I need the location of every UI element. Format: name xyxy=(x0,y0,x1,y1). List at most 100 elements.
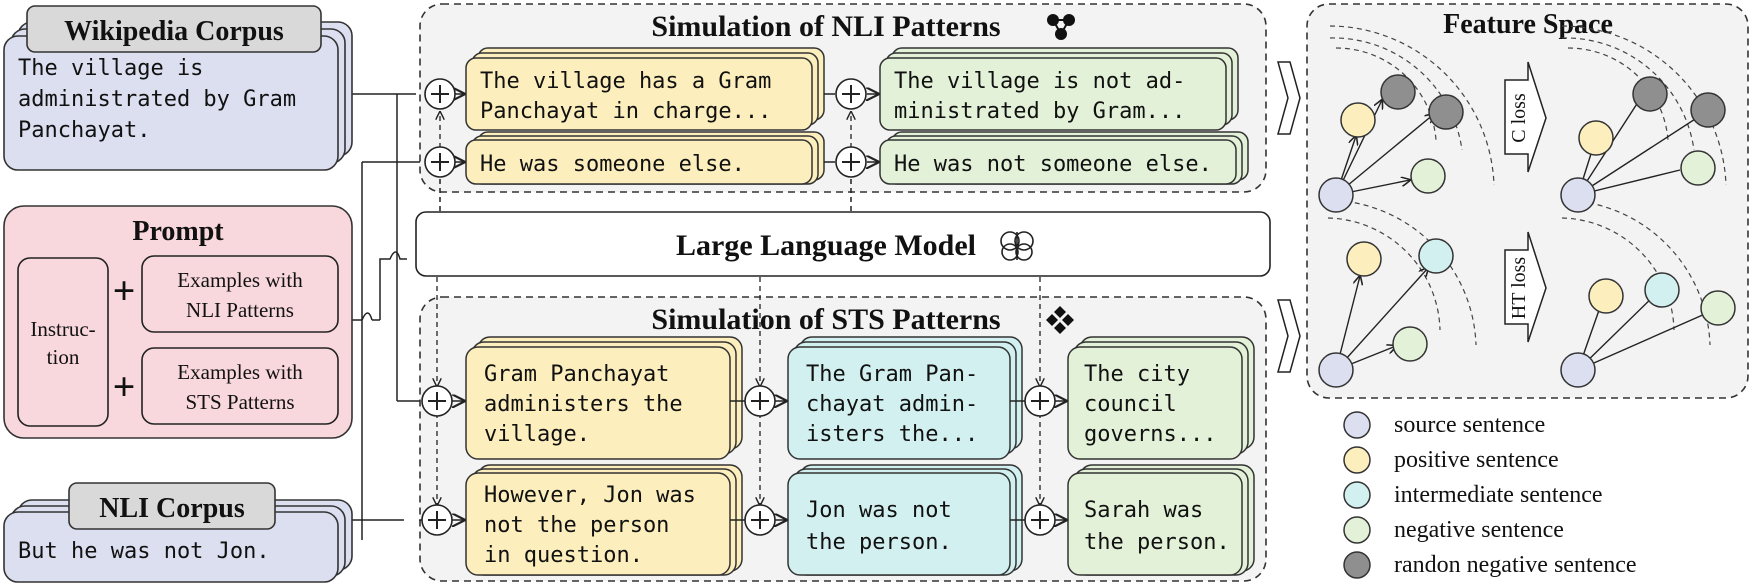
sts-to-feature-arrow xyxy=(1277,299,1301,373)
legend-label: positive sentence xyxy=(1394,447,1559,473)
sts-positive-1-line-2: administers the xyxy=(484,392,683,417)
legend-item: negative sentence xyxy=(1343,516,1564,544)
sts-negative-2-line-1: Sarah was xyxy=(1084,498,1203,523)
fs-negative-node xyxy=(1680,150,1716,186)
sts-intermediate-1-line-1: The Gram Pan- xyxy=(806,362,978,387)
nli-examples-line-2: NLI Patterns xyxy=(186,298,294,322)
legend-swatch xyxy=(1343,446,1371,474)
legend-swatch xyxy=(1343,516,1371,544)
sts-examples-line-1: Examples with xyxy=(177,360,303,384)
fs-random-negative-node xyxy=(1380,74,1416,110)
nli-negative-1-line-2: ministrated by Gram... xyxy=(894,99,1185,124)
sts-plus-circle-1c xyxy=(1024,385,1056,417)
nli-positive-1-line-1: The village has a Gram xyxy=(480,69,771,94)
sts-negative-2-line-2: the person. xyxy=(1084,530,1230,555)
nli-negative-sentence-1: The village is not ad- ministrated by Gr… xyxy=(879,47,1239,131)
legend-swatch xyxy=(1343,551,1371,579)
sts-positive-sentence-2: However, Jon was not the person in quest… xyxy=(465,464,743,576)
sts-plus-circle-2a xyxy=(421,504,453,536)
sts-positive-sentence-1: Gram Panchayat administers the village. xyxy=(465,336,743,460)
sts-positive-2-line-2: not the person xyxy=(484,513,669,538)
nli-examples-line-1: Examples with xyxy=(177,268,303,292)
wikipedia-text-line-1: The village is xyxy=(18,56,203,81)
nli-corpus: NLI Corpus But he was not Jon. xyxy=(3,482,353,583)
nli-to-feature-arrow xyxy=(1277,61,1301,135)
wikipedia-corpus-title: Wikipedia Corpus xyxy=(64,16,284,47)
sts-examples-line-2: STS Patterns xyxy=(185,390,294,414)
fs-random-negative-node xyxy=(1632,76,1668,112)
brain-icon xyxy=(1000,231,1034,261)
wikipedia-corpus: Wikipedia Corpus The village is administ… xyxy=(3,5,353,171)
sts-positive-2-line-1: However, Jon was xyxy=(484,483,696,508)
llm-box: Large Language Model xyxy=(415,211,1271,277)
sts-pattern-icon xyxy=(1046,306,1074,334)
nli-positive-1-line-2: Panchayat in charge... xyxy=(480,99,771,124)
connector-lines xyxy=(352,93,420,540)
sts-negative-1-line-1: The city xyxy=(1084,362,1190,387)
nli-flow-arrows xyxy=(455,94,878,162)
sts-plus-circle-2c xyxy=(1024,504,1056,536)
legend: source sentence positive sentence interm… xyxy=(1343,411,1637,579)
sts-negative-sentence-2: Sarah was the person. xyxy=(1067,464,1255,576)
legend-swatch xyxy=(1343,411,1371,439)
sts-intermediate-sentence-1: The Gram Pan- chayat admin- isters the..… xyxy=(787,336,1023,460)
fs-source-node xyxy=(1318,177,1354,213)
sts-simulation-title: Simulation of STS Patterns xyxy=(651,303,1000,336)
instruction-box xyxy=(17,257,109,427)
sts-intermediate-1-line-2: chayat admin- xyxy=(806,392,978,417)
nli-plus-circle-2b xyxy=(835,146,867,178)
nli-positive-2-line-1: He was someone else. xyxy=(480,152,745,177)
fs-positive-node xyxy=(1346,241,1382,277)
ht-loss-label: HT loss xyxy=(1508,257,1530,320)
feature-scene-ht-before xyxy=(1318,238,1454,388)
nli-negative-2-line-1: He was not someone else. xyxy=(894,152,1212,177)
sts-intermediate-2-line-2: the person. xyxy=(806,530,952,555)
sts-positive-1-line-1: Gram Panchayat xyxy=(484,362,669,387)
nli-plus-circle-1a xyxy=(424,78,456,110)
fs-positive-node xyxy=(1578,120,1614,156)
fs-random-negative-node xyxy=(1428,94,1464,130)
nli-pattern-icon xyxy=(1047,14,1075,40)
legend-swatch xyxy=(1343,481,1371,509)
llm-title: Large Language Model xyxy=(676,229,976,262)
sts-plus-circle-1b xyxy=(744,385,776,417)
prompt-box: Prompt Instruc- tion + + Examples with N… xyxy=(3,205,353,439)
sts-plus-circle-2b xyxy=(744,504,776,536)
feature-space-title: Feature Space xyxy=(1443,9,1613,40)
instruction-line-1: Instruc- xyxy=(30,317,95,341)
nli-corpus-title: NLI Corpus xyxy=(99,493,245,524)
fs-positive-node xyxy=(1588,278,1624,314)
sts-plus-circle-1a xyxy=(421,385,453,417)
feature-scene-ht-after xyxy=(1560,272,1736,388)
nli-corpus-text: But he was not Jon. xyxy=(18,539,270,564)
plus-sign-top: + xyxy=(113,268,136,313)
sts-negative-1-line-3: governs... xyxy=(1084,422,1216,447)
nli-simulation-title: Simulation of NLI Patterns xyxy=(651,10,1000,43)
legend-label: negative sentence xyxy=(1394,517,1564,543)
prompt-title: Prompt xyxy=(132,216,224,247)
ht-loss-arrow: HT loss xyxy=(1504,231,1547,343)
nli-plus-circle-2a xyxy=(424,146,456,178)
sts-flow-arrows xyxy=(419,401,1066,520)
sts-positive-2-line-3: in question. xyxy=(484,543,643,568)
fs-negative-node xyxy=(1392,326,1428,362)
fs-intermediate-node xyxy=(1418,238,1454,274)
legend-item: source sentence xyxy=(1343,411,1545,439)
wikipedia-text-line-2: administrated by Gram xyxy=(18,87,296,112)
c-loss-arrow: C loss xyxy=(1504,61,1547,173)
nli-examples-box xyxy=(141,255,339,333)
sts-intermediate-sentence-2: Jon was not the person. xyxy=(787,464,1023,576)
sts-intermediate-2-line-1: Jon was not xyxy=(806,498,952,523)
sts-negative-1-line-2: council xyxy=(1084,392,1177,417)
legend-item: positive sentence xyxy=(1343,446,1559,474)
fs-positive-node xyxy=(1340,102,1376,138)
fs-intermediate-node xyxy=(1644,272,1680,308)
fs-source-node xyxy=(1318,352,1354,388)
legend-label: intermediate sentence xyxy=(1394,482,1603,508)
sts-examples-box xyxy=(141,347,339,425)
fs-negative-node xyxy=(1700,290,1736,326)
nli-negative-sentence-2: He was not someone else. xyxy=(879,131,1249,185)
fs-negative-node xyxy=(1410,158,1446,194)
